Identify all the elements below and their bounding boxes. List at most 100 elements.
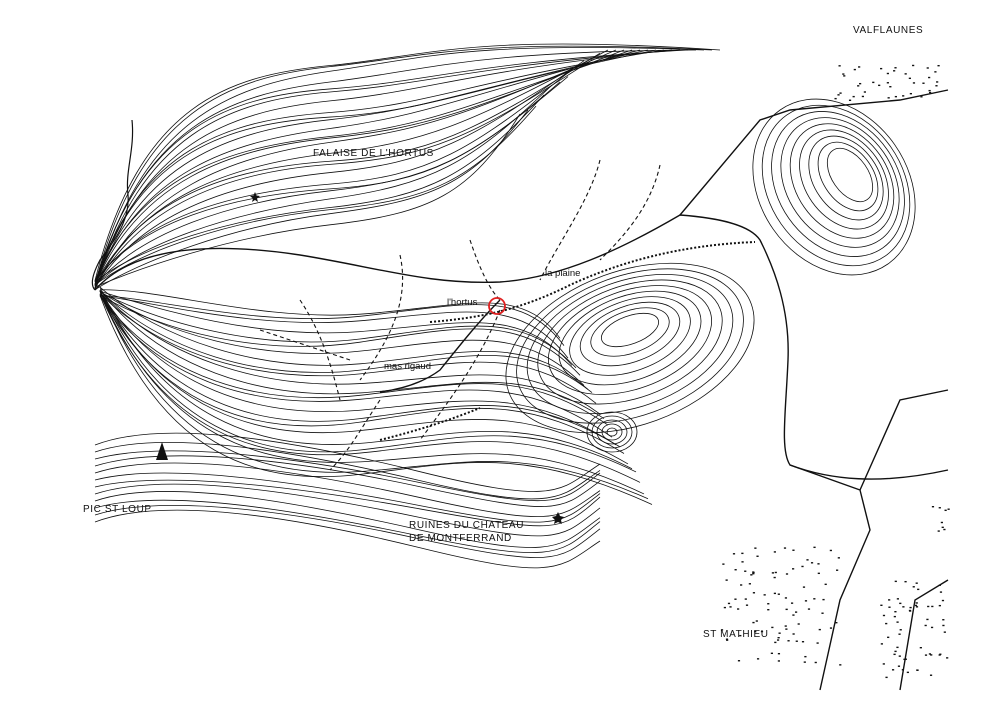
building-mark [912, 586, 915, 588]
building-mark [909, 610, 912, 612]
label-pic-st-loup: PIC ST LOUP [83, 504, 152, 515]
contour-loop [590, 307, 670, 357]
building-mark [773, 592, 776, 595]
contour-south [99, 291, 585, 386]
building-mark [785, 573, 789, 575]
contour-south [99, 289, 561, 339]
building-mark [894, 580, 897, 583]
building-mark [813, 546, 816, 549]
peak-star-icon [250, 192, 260, 202]
building-mark [929, 674, 933, 676]
building-mark [885, 676, 888, 679]
building-mark [727, 602, 731, 605]
building-mark [861, 95, 865, 98]
contour-south [99, 289, 605, 419]
building-mark [896, 646, 899, 649]
building-mark [893, 653, 896, 656]
building-mark [894, 650, 897, 653]
contour-north [94, 76, 569, 282]
building-mark [829, 627, 833, 629]
contour-knoll [601, 423, 623, 441]
building-mark [941, 526, 944, 529]
contour-south [99, 293, 597, 404]
contour-north [94, 49, 633, 282]
label-falaise-de-lhortus: FALAISE DE L'HORTUS [313, 148, 434, 159]
building-mark [944, 509, 947, 512]
contour-loop [526, 274, 734, 414]
building-mark [937, 530, 940, 532]
label-ruines-line1: RUINES DU CHATEAU [409, 520, 525, 531]
building-mark [741, 552, 744, 555]
contour-pic-st-loup [94, 432, 601, 492]
building-mark [887, 97, 890, 99]
contour-south [99, 291, 645, 495]
building-mark [885, 622, 888, 625]
building-mark [783, 547, 787, 549]
building-mark [767, 609, 770, 611]
building-mark [777, 637, 780, 639]
building-mark [894, 611, 897, 613]
building-mark [801, 641, 805, 643]
building-mark [891, 669, 895, 671]
building-mark [939, 653, 942, 655]
building-mark [928, 76, 931, 79]
building-mark [922, 82, 925, 84]
hortus-marker[interactable] [488, 297, 506, 315]
building-mark [893, 70, 896, 72]
building-mark [893, 615, 896, 618]
contour-knoll [586, 411, 638, 453]
building-mark [752, 592, 756, 594]
contour-south [99, 286, 589, 390]
contour-south [99, 290, 649, 500]
building-mark [872, 81, 875, 84]
building-mark [774, 641, 777, 644]
building-mark [902, 95, 905, 97]
building-mark [943, 528, 946, 531]
dotted-boundary [379, 241, 756, 441]
building-mark [792, 549, 795, 551]
contour-loop [505, 262, 755, 434]
pic-st-loup-peak-icon [156, 442, 168, 460]
contour-north [94, 49, 697, 286]
building-mark [915, 602, 918, 604]
label-ruines-line2: DE MONTFERRAND [409, 533, 512, 544]
contour-north [94, 45, 713, 285]
building-mark [836, 569, 839, 571]
contour-north [94, 49, 641, 285]
contour-loop [826, 147, 874, 203]
building-mark [740, 584, 743, 586]
building-mark [924, 654, 928, 656]
building-mark [771, 626, 774, 629]
building-mark [919, 646, 922, 649]
contour-south [99, 291, 577, 369]
building-mark [939, 591, 943, 593]
building-mark [790, 602, 794, 604]
building-mark [794, 611, 798, 613]
building-mark [838, 65, 841, 67]
building-mark [763, 594, 766, 596]
building-mark [889, 86, 892, 88]
building-mark [756, 555, 759, 557]
building-mark [848, 99, 852, 101]
building-mark [726, 639, 729, 641]
building-mark [852, 95, 855, 98]
building-mark [741, 561, 744, 563]
contour-south [99, 290, 573, 366]
contour-south [99, 294, 581, 376]
building-mark [760, 630, 764, 633]
building-mark [829, 549, 832, 552]
building-mark [897, 665, 901, 667]
building-mark [795, 640, 798, 642]
contour-north [94, 43, 721, 281]
building-mark [737, 608, 740, 610]
building-mark [920, 96, 923, 98]
road-south-2 [859, 389, 949, 491]
contour-south [99, 295, 565, 346]
contour-pic-st-loup [94, 472, 601, 523]
contour-pic-st-loup [94, 462, 601, 517]
building-mark [767, 603, 770, 605]
building-mark [942, 619, 945, 621]
contour-lines [94, 43, 721, 569]
building-mark [938, 584, 941, 586]
building-mark [942, 624, 945, 627]
